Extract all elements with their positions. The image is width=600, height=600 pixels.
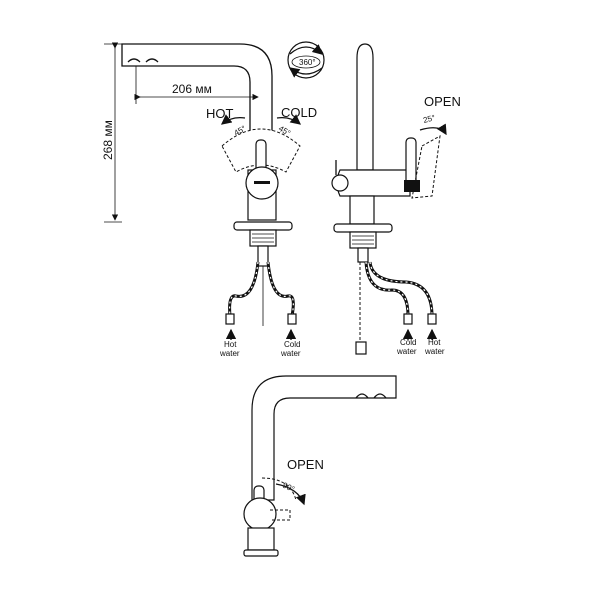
bottom-knob xyxy=(243,497,277,531)
front-height-dimension: 268 мм xyxy=(101,120,115,160)
bottom-view xyxy=(243,375,397,557)
side-left-supply-line2: water xyxy=(396,347,417,356)
side-right-supply-line1: Hot xyxy=(428,338,441,347)
side-open-label: OPEN xyxy=(424,94,461,109)
front-cold-hose xyxy=(266,261,295,317)
side-spout xyxy=(356,43,374,171)
rotation-angle: 360° xyxy=(299,58,316,67)
side-view xyxy=(331,43,447,355)
hot-label: HOT xyxy=(206,106,234,121)
front-left-supply-line2: water xyxy=(219,349,240,358)
bottom-open-label: OPEN xyxy=(287,457,324,472)
front-reach-dimension: 206 мм xyxy=(172,82,212,96)
front-hot-hose xyxy=(228,261,260,317)
front-right-supply-line2: water xyxy=(280,349,301,358)
front-left-supply-line1: Hot xyxy=(224,340,237,349)
side-open-angle: 25° xyxy=(422,113,436,125)
side-left-supply-line1: Cold xyxy=(400,338,416,347)
front-right-supply-line1: Cold xyxy=(284,340,300,349)
bottom-open-angle: 90° xyxy=(281,481,296,494)
front-view xyxy=(104,42,302,340)
cold-label: COLD xyxy=(281,105,317,120)
side-right-supply-line2: water xyxy=(424,347,445,356)
bottom-spout xyxy=(251,375,397,501)
rotation-icon xyxy=(287,41,325,79)
